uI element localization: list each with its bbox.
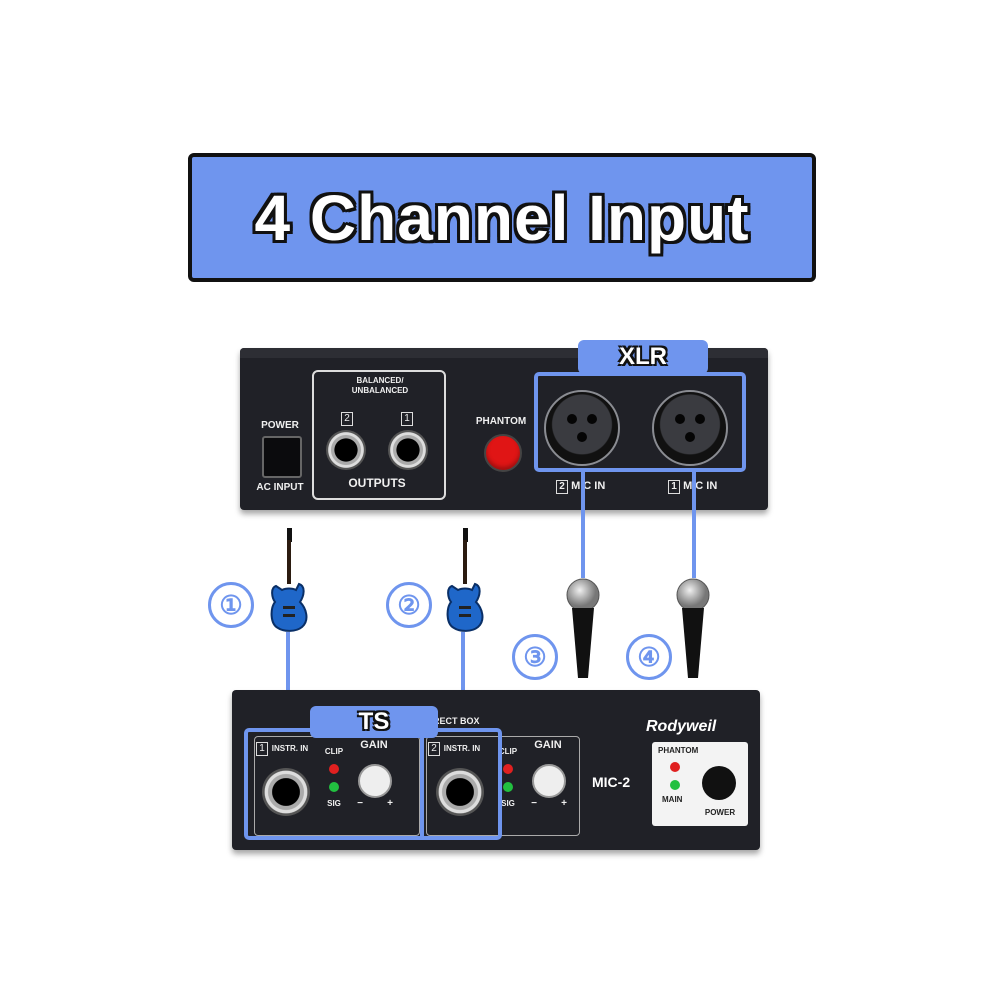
ch2-sig-led xyxy=(503,782,513,792)
channel-3-number: ③ xyxy=(512,634,558,680)
ch2-gain-minus: − xyxy=(531,798,537,809)
cable-1 xyxy=(286,632,290,744)
ch2-gain-knob xyxy=(532,764,566,798)
ch2-gain-label: GAIN xyxy=(534,739,562,751)
ch1-instr-in-label: INSTR. IN xyxy=(271,744,309,753)
brand-logo: Rodyweil xyxy=(646,718,717,735)
ch1-instrument-jack xyxy=(262,768,310,816)
ch2-gain-plus: + xyxy=(561,798,567,809)
rear-top-edge xyxy=(240,348,768,358)
xlr-2-socket xyxy=(544,390,620,466)
ch1-gain-knob xyxy=(358,764,392,798)
main-led xyxy=(670,780,680,790)
ch2-instrument-jack xyxy=(436,768,484,816)
mic-in-2-label: 2 MIC IN xyxy=(556,480,636,494)
ch2-sig-label: SIG xyxy=(501,799,515,808)
front-power-label: POWER xyxy=(704,808,736,817)
ch2-clip-led xyxy=(503,764,513,774)
output-2-jack xyxy=(326,430,366,470)
channel-4-number: ④ xyxy=(626,634,672,680)
output-1-number: 1 xyxy=(401,408,413,426)
front-phantom-label: PHANTOM xyxy=(658,746,699,755)
cable-4 xyxy=(692,472,696,578)
ac-input-label: AC INPUT xyxy=(256,482,304,493)
guitar-icon xyxy=(270,528,308,632)
xlr-tag: XLR xyxy=(578,340,708,374)
ch1-sig-led xyxy=(329,782,339,792)
mic-in-1-label: 1 MIC IN xyxy=(668,480,748,494)
title-banner: 4 Channel Input xyxy=(188,153,816,282)
main-label: MAIN xyxy=(662,795,683,804)
ch2-instr-in-label: INSTR. IN xyxy=(443,744,481,753)
ch2-num: 2 xyxy=(428,742,440,756)
mic-in-1-num: 1 xyxy=(668,480,680,494)
channel-2-section xyxy=(426,736,580,836)
rear-phantom-label: PHANTOM xyxy=(475,416,527,427)
power-button xyxy=(702,766,736,800)
rear-power-label: POWER xyxy=(261,420,299,431)
front-panel: DIRECT BOX 1 INSTR. IN CLIP SIG GAIN − +… xyxy=(232,690,760,850)
ts-tag: TS xyxy=(310,706,438,738)
direct-box-label: DIRECT BOX xyxy=(424,716,480,726)
channel-2-box-num: 2 xyxy=(428,738,440,756)
guitar-icon xyxy=(446,528,484,632)
channel-1-box-num: 1 xyxy=(256,738,268,756)
output-2-number: 2 xyxy=(341,408,353,426)
mic-in-1-text: MIC IN xyxy=(683,480,718,492)
microphone-icon xyxy=(676,578,710,678)
ch1-num: 1 xyxy=(256,742,268,756)
cable-3 xyxy=(581,472,585,578)
ch1-gain-plus: + xyxy=(387,798,393,809)
balanced-label: BALANCED/ UNBALANCED xyxy=(351,376,409,395)
output-1-num: 1 xyxy=(401,412,413,426)
mic-in-2-num: 2 xyxy=(556,480,568,494)
output-1-jack xyxy=(388,430,428,470)
mic-in-2-text: MIC IN xyxy=(571,480,606,492)
ac-input-socket xyxy=(262,436,302,478)
ch1-clip-led xyxy=(329,764,339,774)
outputs-label: OUTPUTS xyxy=(348,476,406,490)
ch2-clip-label: CLIP xyxy=(498,747,518,756)
banner-title: 4 Channel Input xyxy=(254,181,750,254)
ts-highlight xyxy=(244,728,502,840)
power-section: PHANTOM MAIN POWER xyxy=(652,742,748,826)
ch1-gain-minus: − xyxy=(357,798,363,809)
ts-divider xyxy=(420,728,424,840)
outputs-section xyxy=(312,370,446,500)
microphone-icon xyxy=(566,578,600,678)
xlr-1-socket xyxy=(652,390,728,466)
phantom-button xyxy=(484,434,522,472)
model-label: MIC-2 xyxy=(592,774,631,790)
channel-1-number: ① xyxy=(208,582,254,628)
channel-2-number: ② xyxy=(386,582,432,628)
phantom-led xyxy=(670,762,680,772)
output-2-num: 2 xyxy=(341,412,353,426)
xlr-highlight xyxy=(534,372,746,472)
ch1-gain-label: GAIN xyxy=(360,739,388,751)
cable-2 xyxy=(461,632,465,744)
ch1-clip-label: CLIP xyxy=(324,747,344,756)
ch1-sig-label: SIG xyxy=(327,799,341,808)
